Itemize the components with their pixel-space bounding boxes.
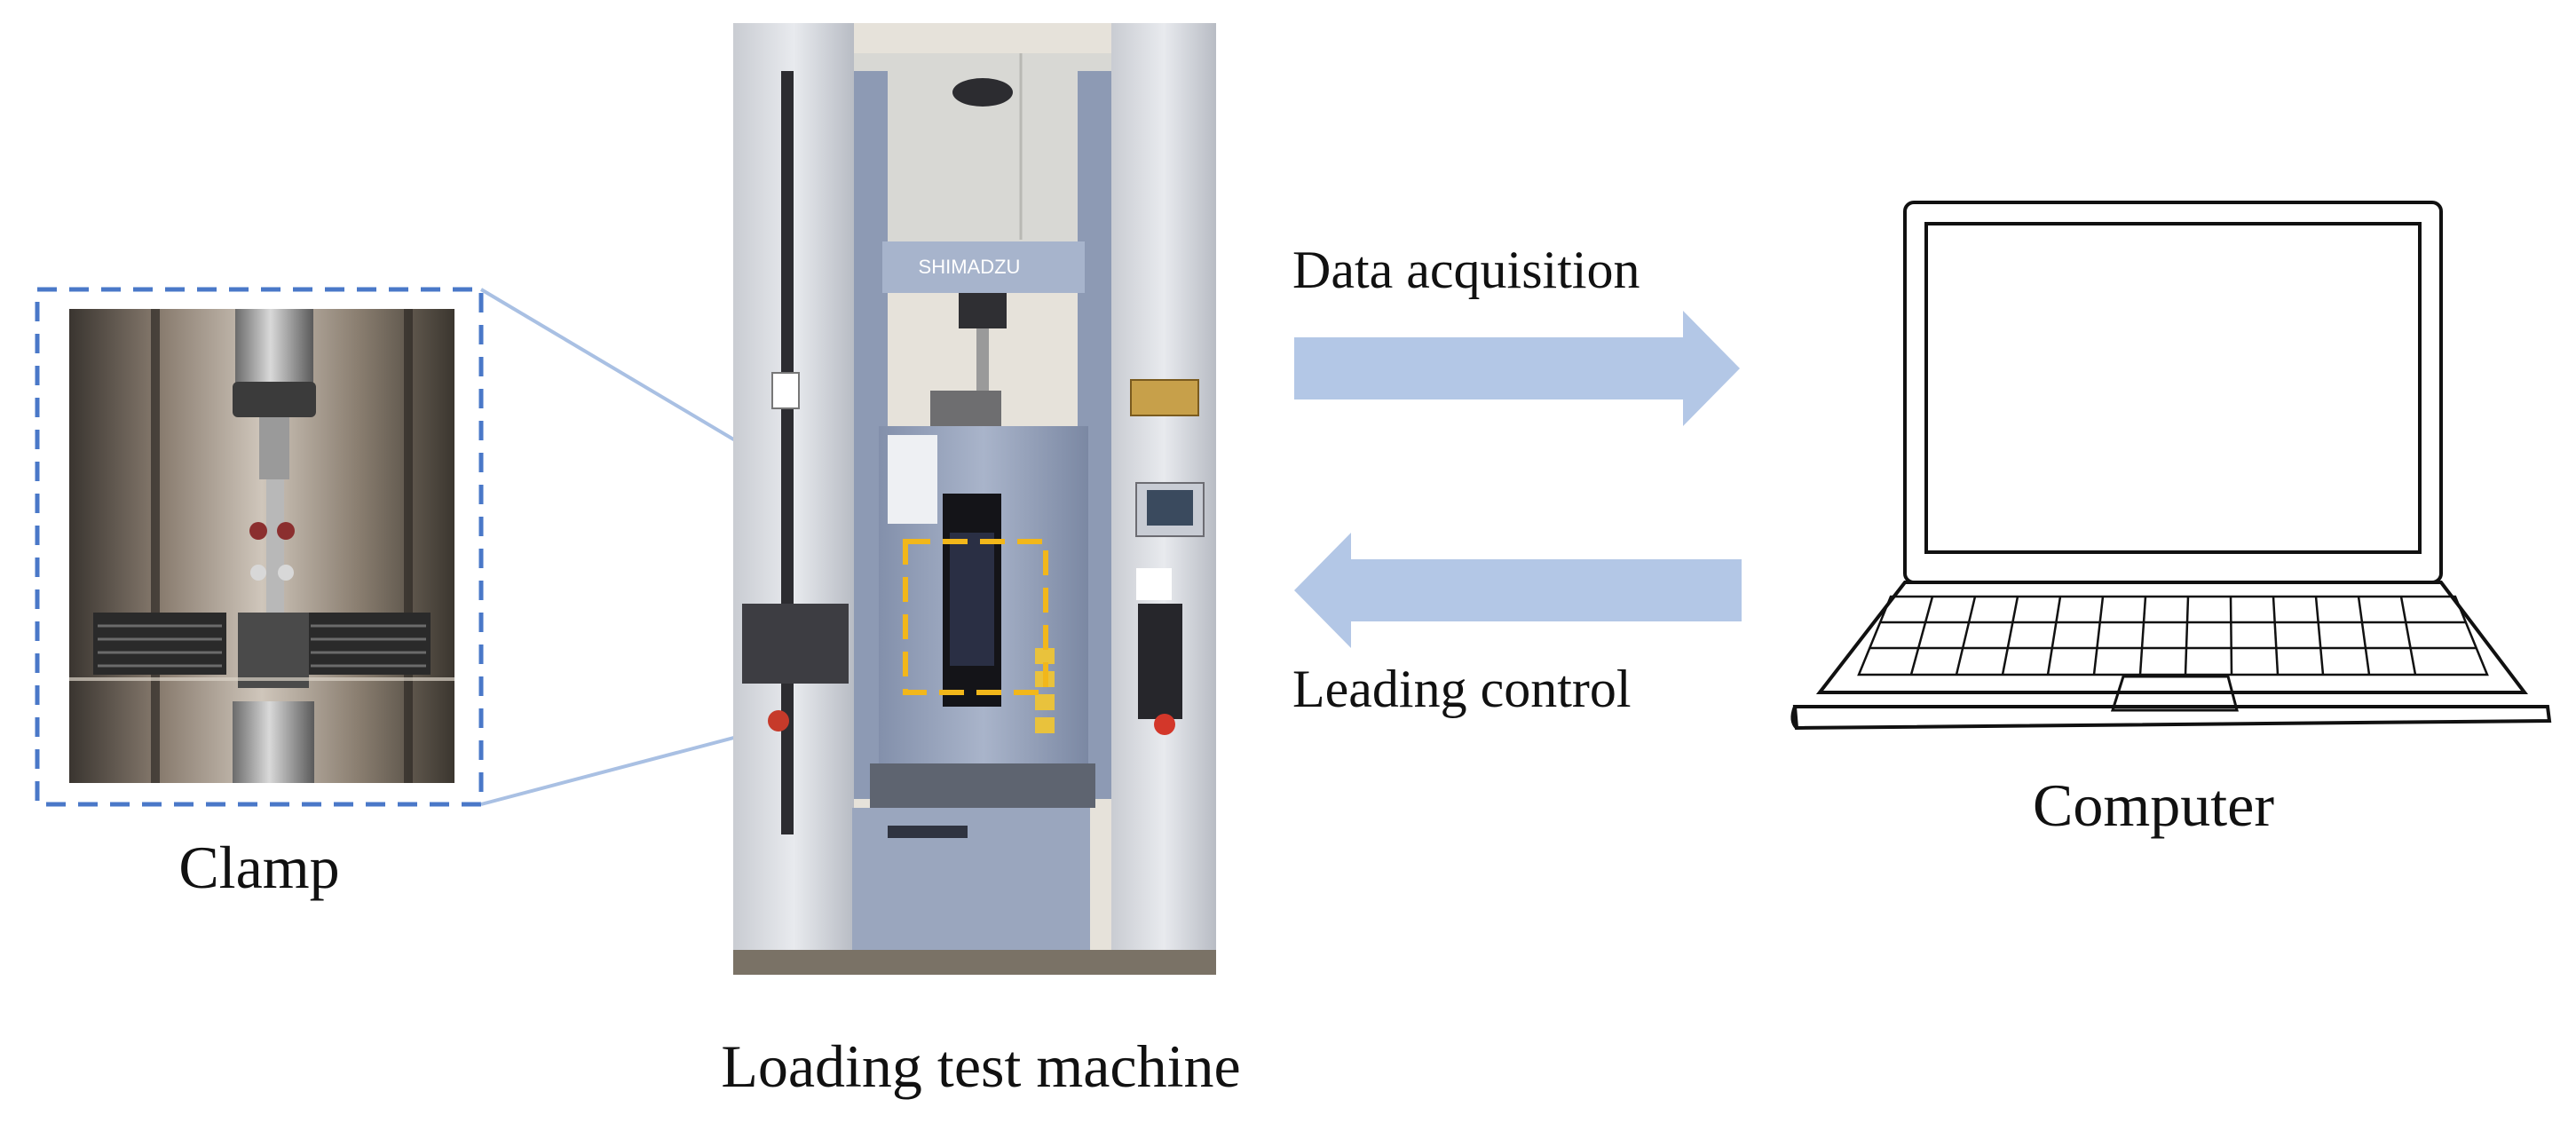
machine-photo: SHIMADZU [733, 23, 1216, 975]
leading-control-arrow [1294, 533, 1742, 648]
zoom-box [903, 539, 1048, 695]
clamp-photo [69, 309, 454, 783]
computer-label: Computer [2033, 771, 2274, 839]
data-acquisition-label: Data acquisition [1292, 241, 1640, 299]
machine-brand-label: SHIMADZU [919, 256, 1021, 278]
machine-label: Loading test machine [721, 1032, 1240, 1100]
clamp-label: Clamp [178, 834, 339, 901]
laptop-icon [1790, 201, 2552, 731]
leading-control-label: Leading control [1292, 660, 1632, 718]
data-acquisition-arrow [1294, 311, 1740, 426]
